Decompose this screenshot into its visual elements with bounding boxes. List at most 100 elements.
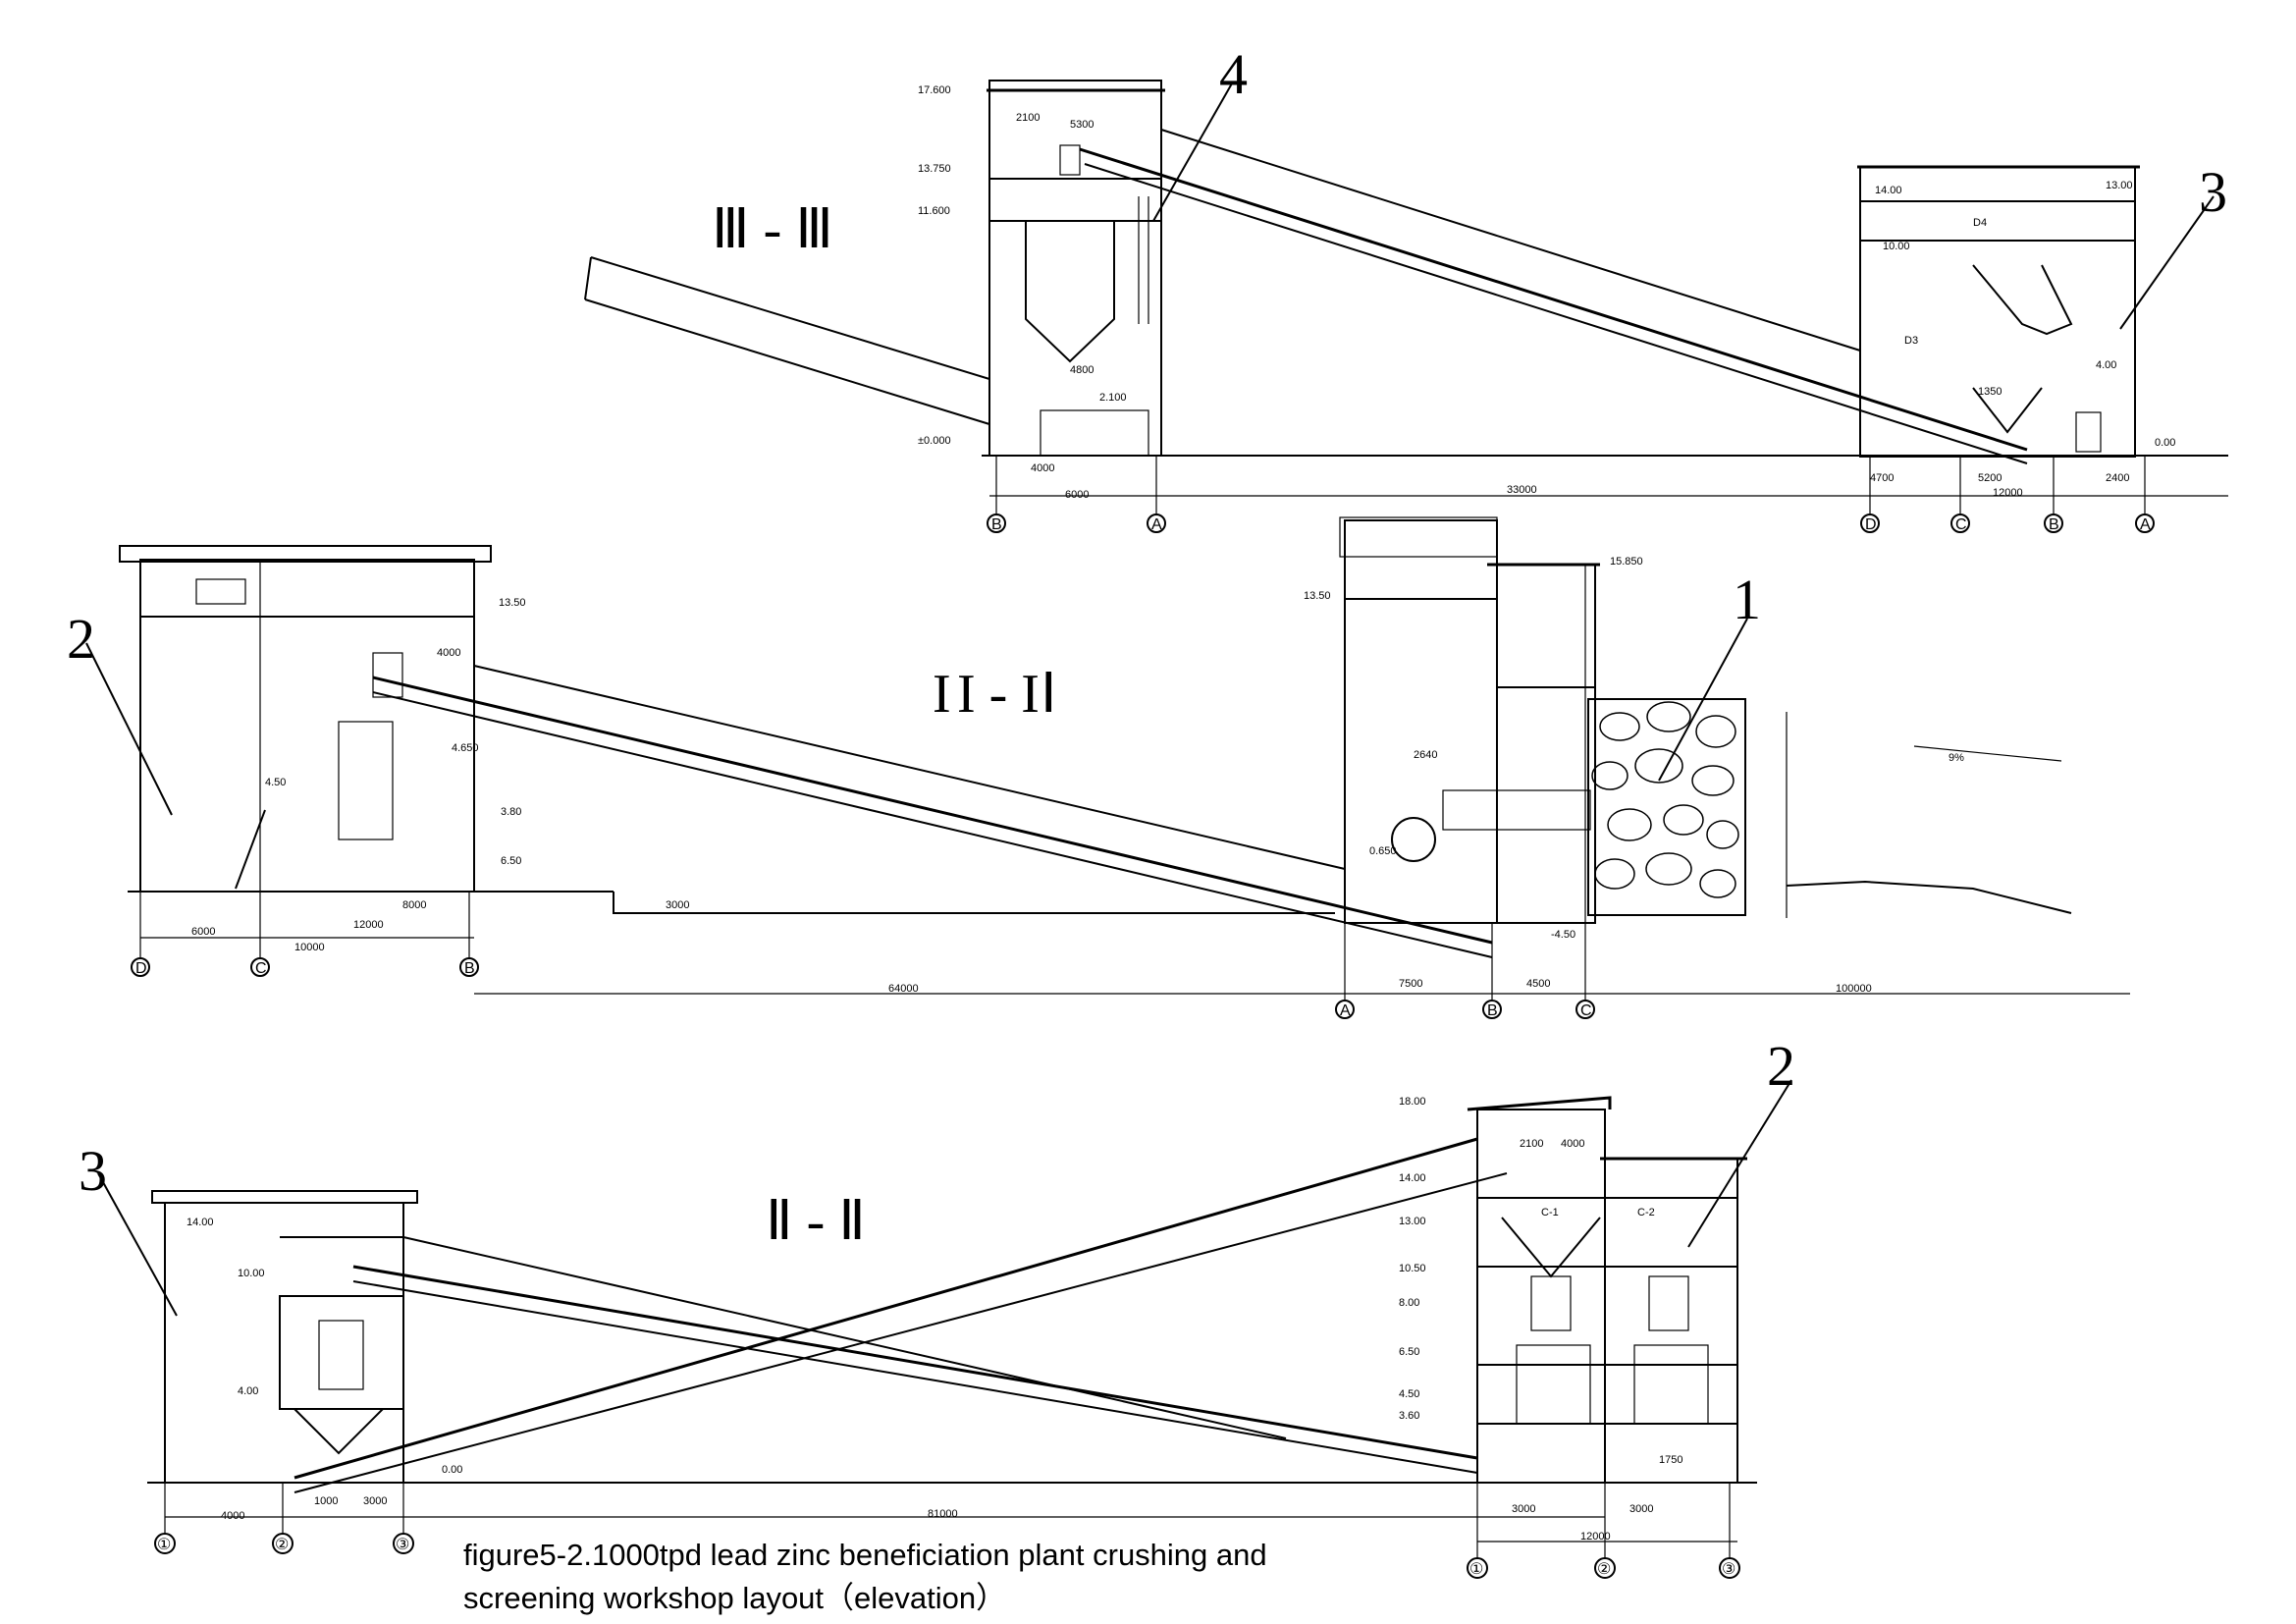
dim-label: C-1 [1541, 1207, 1559, 1218]
elev-label: 13.50 [1304, 590, 1331, 602]
elev-label: 10.00 [238, 1268, 265, 1279]
crusher-house-top-walls [1859, 166, 2136, 458]
crusher-hopper [1972, 387, 2043, 434]
stone [1699, 869, 1736, 898]
axis-bubble [1719, 1557, 1740, 1579]
callout-3-bottom: 3 [79, 1139, 107, 1203]
axis-label: B [991, 516, 1002, 533]
dim-label: 1750 [1659, 1454, 1682, 1466]
axis-bubble [1467, 1557, 1488, 1579]
axis-bubble [1860, 514, 1880, 533]
axis-bubble [154, 1533, 176, 1554]
vibrating-screen-unit [318, 1320, 364, 1390]
stone [1663, 804, 1704, 836]
elev-label: 2.100 [1099, 392, 1127, 404]
axis-markers-top: B A D C B A [987, 456, 2155, 533]
crusher-feeder-2 [1648, 1275, 1689, 1331]
elev-label: 15.850 [1610, 556, 1643, 568]
callout-2-bottom-leader [1687, 1079, 1792, 1248]
screening-house-roof [151, 1190, 418, 1204]
elev-label: 14.00 [1875, 185, 1902, 196]
dim-label: 2100 [1016, 112, 1040, 124]
axis-label: C [1955, 516, 1967, 533]
incoming-conveyor-end [584, 256, 592, 300]
dim-label: 7500 [1399, 978, 1422, 990]
fine-crusher-house-roof [1467, 1096, 1612, 1111]
dim-label: 4700 [1870, 472, 1894, 484]
section-title-1-1-right: Ⅰ [1041, 664, 1057, 725]
bin-support [1040, 409, 1149, 457]
cone-crusher-body [338, 721, 394, 840]
axis-bubble [459, 957, 479, 977]
belt-conveyor-2-down-lower [352, 1280, 1478, 1474]
dim-label: 3000 [666, 899, 689, 911]
dim-label: 4000 [437, 647, 460, 659]
axis-bubble [1335, 1000, 1355, 1019]
elev-label: 0.00 [442, 1464, 462, 1476]
axis-markers-bottom: ① ② ③ ① ② ③ [154, 1483, 1740, 1579]
caption-line-2: screening workshop layout（elevation） [463, 1581, 1007, 1615]
section-title-3-3: Ⅲ - Ⅲ [712, 199, 833, 260]
elev-label: 10.00 [1883, 241, 1910, 252]
axis-label: C [255, 960, 267, 977]
gallery-roof-line [1160, 129, 1861, 352]
dim-label: 4800 [1070, 364, 1094, 376]
dim-label: 5300 [1070, 119, 1094, 131]
axis-label: A [1151, 516, 1162, 533]
stone [1706, 820, 1739, 849]
axis-bubble [1594, 1557, 1616, 1579]
elev-label: 14.00 [1399, 1172, 1426, 1184]
elev-label: 0.00 [2155, 437, 2175, 449]
crusher-feed-chute [372, 652, 403, 698]
dim-label: D3 [1904, 335, 1918, 347]
axis-label: B [464, 960, 475, 977]
dim-label: 8000 [402, 899, 426, 911]
jaw-crusher-flywheel [1391, 817, 1436, 862]
primary-crusher-roof [1339, 516, 1498, 558]
section-2-2-elevation: Ⅱ - Ⅱ 3 2 [79, 1034, 1795, 1579]
belt-conveyor-3-up-lower [294, 1172, 1508, 1493]
rock-fill-stones [1591, 701, 1739, 898]
elev-label: 18.00 [1399, 1096, 1426, 1108]
vibrating-screen [1972, 264, 2073, 336]
dim-label: D4 [1973, 217, 1987, 229]
fine-crusher-annex [1604, 1158, 1738, 1484]
axis-label: ③ [1722, 1561, 1735, 1578]
elev-label: 6.50 [1399, 1346, 1419, 1358]
elev-label: ±0.000 [918, 435, 951, 447]
elev-label: 13.00 [2106, 180, 2133, 191]
dim-label: 4000 [221, 1510, 244, 1522]
elev-label: 17.600 [918, 84, 951, 96]
stone [1691, 765, 1735, 796]
axis-bubble [250, 957, 270, 977]
stone [1607, 808, 1652, 841]
axis-label: D [1865, 516, 1877, 533]
gallery-roof-line-bottom [402, 1236, 1287, 1439]
incoming-conveyor-top [590, 256, 990, 380]
dim-label: 12000 [1993, 487, 2023, 499]
callout-2-bottom: 2 [1767, 1034, 1795, 1098]
fine-ore-bin [1025, 221, 1115, 363]
axis-label: ① [157, 1537, 171, 1553]
elev-label: 13.50 [499, 597, 526, 609]
axis-label: C [1580, 1002, 1592, 1019]
rock-fill [1587, 698, 1746, 916]
screen-hopper [294, 1408, 384, 1455]
caption-line-1: figure5-2.1000tpd lead zinc beneficiatio… [463, 1538, 1267, 1572]
elev-label: 11.600 [918, 205, 950, 217]
dim-label: 3000 [363, 1495, 387, 1507]
dim-label: 4500 [1526, 978, 1550, 990]
callout-4: 4 [1219, 42, 1248, 106]
belt-conveyor-2-down [352, 1265, 1478, 1460]
axis-label: B [1487, 1002, 1498, 1019]
natural-slope [1786, 880, 2072, 914]
cone-crusher-1 [1516, 1344, 1591, 1425]
axis-label: A [2140, 516, 2151, 533]
dim-label: 5200 [1978, 472, 2002, 484]
stone [1695, 715, 1736, 748]
axis-label: ③ [396, 1537, 409, 1553]
stone [1645, 852, 1692, 886]
belt-conveyor-4-lower [1084, 163, 2028, 464]
dim-label: 100000 [1836, 983, 1872, 995]
elev-label: 6.50 [501, 855, 521, 867]
